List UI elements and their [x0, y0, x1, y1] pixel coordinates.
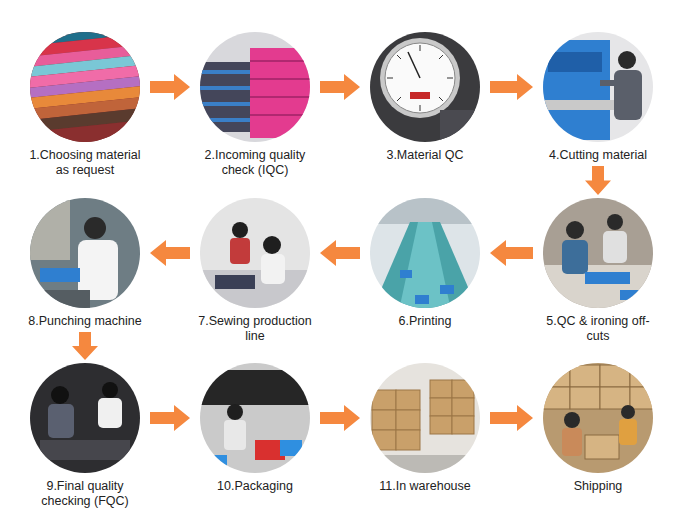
- step-label: 3.Material QC: [363, 148, 487, 163]
- flow-arrow: [150, 240, 190, 266]
- step-label: 11.In warehouse: [363, 479, 487, 494]
- flow-arrow: [490, 240, 533, 266]
- photo-circle: [536, 32, 660, 148]
- flow-arrow: [150, 74, 190, 100]
- process-step: 6.Printing: [363, 198, 487, 329]
- process-step: 8.Punching machine: [23, 198, 147, 329]
- photo-circle: [363, 32, 487, 148]
- process-step: 1.Choosing material as request: [23, 32, 147, 178]
- flow-arrow: [490, 405, 533, 431]
- photo-circle: [193, 363, 317, 479]
- photo-circle: [193, 198, 317, 314]
- process-step: 9.Final quality checking (FQC): [23, 363, 147, 509]
- photo-circle: [536, 198, 660, 314]
- step-label: 5.QC & ironing off-cuts: [536, 314, 660, 344]
- step-label: 10.Packaging: [193, 479, 317, 494]
- step-label: 6.Printing: [363, 314, 487, 329]
- flow-arrow: [585, 166, 611, 195]
- step-label: 4.Cutting material: [536, 148, 660, 163]
- process-step: 10.Packaging: [193, 363, 317, 494]
- step-label: 2.Incoming quality check (IQC): [193, 148, 317, 178]
- flow-arrow: [320, 240, 360, 266]
- process-step: Shipping: [536, 363, 660, 494]
- step-label: Shipping: [536, 479, 660, 494]
- step-label: 1.Choosing material as request: [23, 148, 147, 178]
- flow-arrow: [490, 74, 533, 100]
- flow-arrow: [72, 332, 98, 360]
- process-step: 2.Incoming quality check (IQC): [193, 32, 317, 178]
- process-step: 4.Cutting material: [536, 32, 660, 163]
- photo-circle: [193, 32, 317, 148]
- photo-circle: [23, 198, 147, 314]
- step-label: 7.Sewing production line: [193, 314, 317, 344]
- flow-arrow: [150, 405, 190, 431]
- photo-circle: [536, 363, 660, 479]
- process-step: 11.In warehouse: [363, 363, 487, 494]
- process-step: 7.Sewing production line: [193, 198, 317, 344]
- photo-circle: [23, 363, 147, 479]
- photo-circle: [363, 363, 487, 479]
- step-label: 8.Punching machine: [23, 314, 147, 329]
- flow-arrow: [320, 74, 360, 100]
- process-step: 3.Material QC: [363, 32, 487, 163]
- flow-arrow: [320, 405, 360, 431]
- step-label: 9.Final quality checking (FQC): [23, 479, 147, 509]
- photo-circle: [23, 32, 147, 148]
- photo-circle: [363, 198, 487, 314]
- process-step: 5.QC & ironing off-cuts: [536, 198, 660, 344]
